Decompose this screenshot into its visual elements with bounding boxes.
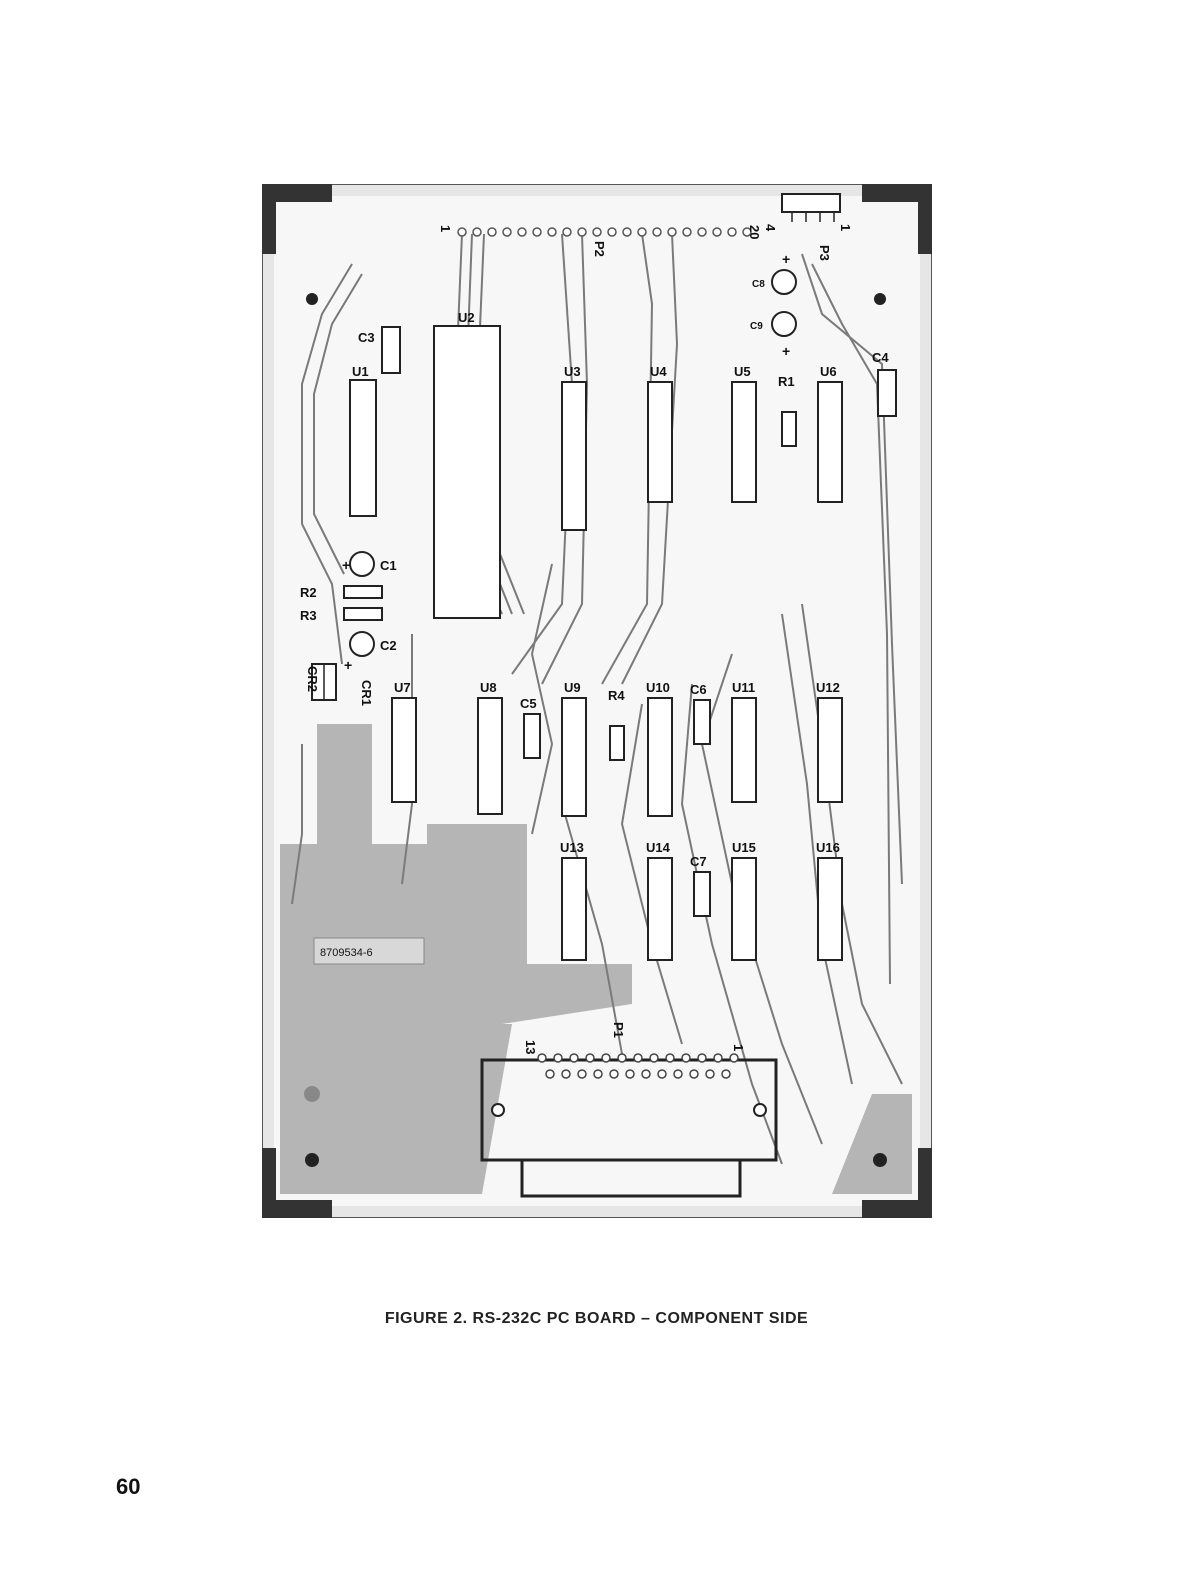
cr2-label: CR2 <box>305 666 320 692</box>
c2-label: C2 <box>380 638 397 653</box>
u7-chip <box>392 698 416 802</box>
u14-label: U14 <box>646 840 671 855</box>
u6-chip <box>818 382 842 502</box>
figure-caption: FIGURE 2. RS-232C PC BOARD – COMPONENT S… <box>0 1310 1193 1328</box>
c9-plus: + <box>782 343 790 359</box>
c1-capacitor <box>350 552 374 576</box>
u4-chip <box>648 382 672 502</box>
r1-resistor <box>782 412 796 446</box>
p3-header <box>782 194 840 212</box>
p3-pin-last-label: 4 <box>763 224 778 232</box>
u9-chip <box>562 698 586 816</box>
p1-label: P1 <box>611 1022 626 1038</box>
u9-label: U9 <box>564 680 581 695</box>
p1-pin-last-label: 1 <box>731 1044 746 1051</box>
r1-label: R1 <box>778 374 795 389</box>
r3-label: R3 <box>300 608 317 623</box>
c2-plus: + <box>344 657 352 673</box>
u13-chip <box>562 858 586 960</box>
c6-capacitor <box>694 700 710 744</box>
board-id-label: 8709534-6 <box>320 947 373 959</box>
u2-label: U2 <box>458 310 475 325</box>
c5-label: C5 <box>520 696 537 711</box>
pc-board-figure: 1 20 P2 4 1 P3 C8 + C9 + C3 C4 U1 U2 U3 … <box>262 184 932 1218</box>
c4-label: C4 <box>872 350 889 365</box>
p1-pin-first-label: 13 <box>523 1040 538 1054</box>
p3-pin-first-label: 1 <box>838 224 853 231</box>
u1-chip <box>350 380 376 516</box>
c9-label: C9 <box>750 321 763 332</box>
r2-resistor <box>344 586 382 598</box>
p3-label: P3 <box>817 245 832 261</box>
u15-chip <box>732 858 756 960</box>
u10-label: U10 <box>646 680 670 695</box>
u3-chip <box>562 382 586 530</box>
p2-pin-first-label: 1 <box>438 225 453 232</box>
p2-label: P2 <box>592 241 607 257</box>
c3-capacitor <box>382 327 400 373</box>
u8-chip <box>478 698 502 814</box>
u16-label: U16 <box>816 840 840 855</box>
c9-capacitor <box>772 312 796 336</box>
u8-label: U8 <box>480 680 497 695</box>
r3-resistor <box>344 608 382 620</box>
c6-label: C6 <box>690 682 707 697</box>
c1-label: C1 <box>380 558 397 573</box>
u10-chip <box>648 698 672 816</box>
page-number: 60 <box>116 1474 140 1500</box>
c5-capacitor <box>524 714 540 758</box>
u11-label: U11 <box>732 680 755 695</box>
c2-capacitor <box>350 632 374 656</box>
c4-capacitor <box>878 370 896 416</box>
u14-chip <box>648 858 672 960</box>
u1-label: U1 <box>352 364 369 379</box>
u13-label: U13 <box>560 840 584 855</box>
u12-label: U12 <box>816 680 840 695</box>
cr1-label: CR1 <box>359 680 374 706</box>
u3-label: U3 <box>564 364 581 379</box>
c3-label: C3 <box>358 330 375 345</box>
c8-plus: + <box>782 251 790 267</box>
r4-label: R4 <box>608 688 625 703</box>
u7-label: U7 <box>394 680 411 695</box>
u11-chip <box>732 698 756 802</box>
u6-label: U6 <box>820 364 837 379</box>
r4-resistor <box>610 726 624 760</box>
c8-label: C8 <box>752 279 765 290</box>
u5-chip <box>732 382 756 502</box>
r2-label: R2 <box>300 585 317 600</box>
u4-label: U4 <box>650 364 667 379</box>
u2-chip <box>434 326 500 618</box>
u5-label: U5 <box>734 364 751 379</box>
u15-label: U15 <box>732 840 756 855</box>
c7-capacitor <box>694 872 710 916</box>
u16-chip <box>818 858 842 960</box>
c1-plus: + <box>342 557 350 573</box>
c8-capacitor <box>772 270 796 294</box>
u12-chip <box>818 698 842 802</box>
p2-pin-last-label: 20 <box>747 225 762 239</box>
c7-label: C7 <box>690 854 707 869</box>
